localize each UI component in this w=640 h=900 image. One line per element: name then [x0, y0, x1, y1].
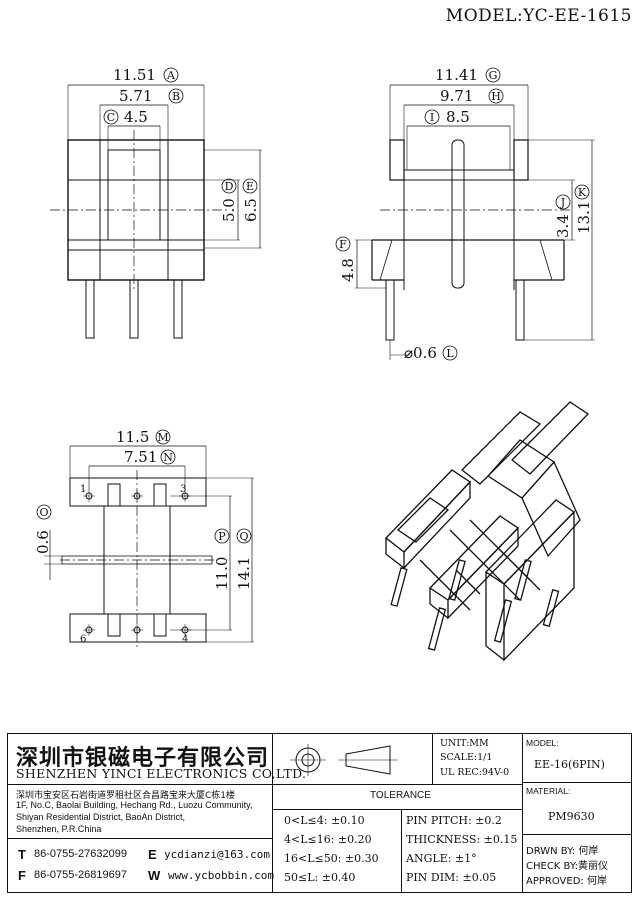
address-en-line: Shiyan Residential District, BaoAn Distr…	[16, 812, 186, 822]
web-prefix: W	[148, 868, 161, 883]
dim-f-tag: F	[339, 238, 347, 251]
technical-drawing: 11.51 A 5.71 B 4.5 C 5.0 D 6.5 E 11.41 G…	[34, 66, 595, 662]
front-view	[50, 84, 262, 339]
side-view	[355, 84, 595, 360]
dim-l-tag: L	[446, 347, 454, 360]
projection-symbol-icon	[290, 744, 398, 776]
dim-a-tag: A	[166, 69, 176, 82]
dim-k-tag: K	[578, 186, 587, 199]
company-name-cn: 深圳市银磁电子有限公司	[16, 746, 270, 771]
dim-p-tag: P	[218, 530, 226, 543]
tolerance-right: ANGLE: ±1°	[406, 852, 477, 865]
dim-l-value: ⌀0.6	[404, 344, 437, 362]
unit-text: UNIT:MM	[440, 738, 489, 749]
email-value: ycdianzi@163.com	[164, 848, 270, 861]
tolerance-right: THICKNESS: ±0.15	[406, 833, 518, 846]
address-en-line: Shenzhen, P.R.China	[16, 824, 102, 834]
dim-a-value: 11.51	[113, 66, 156, 84]
model-value: EE-16(6PIN)	[534, 758, 605, 771]
email-prefix: E	[148, 847, 157, 862]
tel-value: 86-0755-27632099	[34, 848, 127, 860]
tel-prefix: T	[18, 847, 26, 862]
dim-j-value: 3.4	[554, 214, 572, 238]
dim-h-value: 9.71	[440, 87, 473, 105]
dim-e-value: 6.5	[242, 198, 260, 222]
model-heading: MODEL:	[526, 738, 559, 748]
dim-n-value: 7.51	[124, 448, 157, 466]
dim-b-value: 5.71	[119, 87, 152, 105]
web-value: www.ycbobbin.com	[168, 869, 274, 882]
dim-i-value: 8.5	[446, 108, 470, 126]
scale-text: SCALE:1/1	[440, 752, 493, 763]
pin-label: 6	[80, 634, 86, 645]
tolerance-left: 50≤L: ±0.40	[284, 871, 356, 884]
dim-c-tag: C	[107, 111, 115, 124]
pin-label: 3	[180, 484, 186, 495]
title-block: 深圳市银磁电子有限公司 SHENZHEN YINCI ELECTRONICS C…	[7, 733, 632, 893]
dim-g-value: 11.41	[435, 66, 478, 84]
dim-q-tag: Q	[239, 530, 248, 543]
tolerance-right: PIN PITCH: ±0.2	[406, 814, 502, 827]
dim-c-value: 4.5	[124, 108, 148, 126]
ul-rec-text: UL REC:94V-0	[440, 767, 510, 778]
tolerance-left: 0<L≤4: ±0.10	[284, 814, 365, 827]
dim-d-tag: D	[225, 180, 234, 193]
dim-g-tag: G	[489, 69, 498, 82]
dim-m-tag: M	[157, 431, 168, 444]
dim-e-tag: E	[246, 180, 254, 193]
fax-value: 86-0755-26819697	[34, 869, 127, 881]
company-name-en: SHENZHEN YINCI ELECTRONICS CO,LTD.	[16, 766, 307, 781]
approved-by: APPROVED: 何岸	[526, 876, 607, 887]
address-cn: 深圳市宝安区石岩街道罗租社区合昌路宝来大厦C栋1楼	[16, 791, 236, 801]
drawn-by: DRWN BY: 何岸	[526, 846, 599, 857]
dim-q-value: 14.1	[235, 557, 253, 590]
dim-o-value: 0.6	[34, 530, 52, 554]
address-en-line: 1F, No.C, Baolai Building, Hechang Rd., …	[16, 800, 253, 810]
tolerance-title: TOLERANCE	[370, 790, 431, 801]
tolerance-right: PIN DIM: ±0.05	[406, 871, 497, 884]
dim-k-value: 13.1	[575, 201, 593, 234]
model-label: MODEL:YC-EE-1615	[445, 6, 632, 26]
check-by: CHECK BY:黄丽仪	[526, 861, 609, 872]
dim-f-value: 4.8	[339, 258, 357, 282]
material-value: PM9630	[548, 810, 595, 823]
dim-h-tag: H	[491, 90, 501, 103]
pin-label: 1	[80, 484, 86, 495]
dim-n-tag: N	[163, 451, 173, 464]
material-heading: MATERIAL:	[526, 786, 571, 796]
pin-label: 4	[182, 634, 188, 645]
dim-o-tag: O	[39, 506, 48, 519]
isometric-view	[385, 401, 590, 662]
dim-p-value: 11.0	[213, 557, 231, 590]
dim-i-tag: I	[430, 111, 434, 124]
bottom-view	[44, 445, 254, 650]
dim-d-value: 5.0	[220, 198, 238, 222]
tolerance-left: 16<L≤50: ±0.30	[284, 852, 379, 865]
dim-b-tag: B	[172, 90, 180, 103]
dim-j-tag: J	[560, 196, 565, 209]
dim-m-value: 11.5	[116, 428, 149, 446]
tolerance-left: 4<L≤16: ±0.20	[284, 833, 372, 846]
fax-prefix: F	[18, 868, 26, 883]
